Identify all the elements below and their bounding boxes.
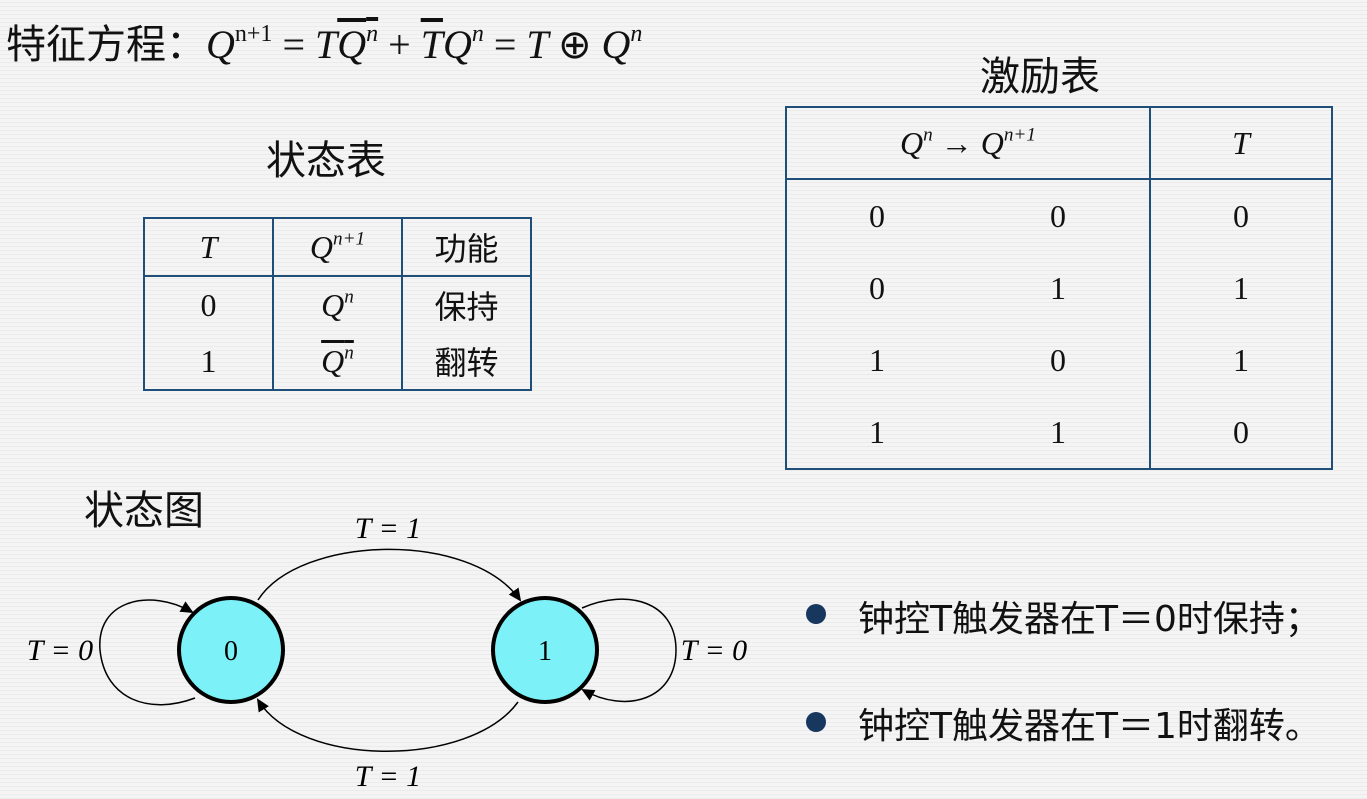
table-row: 0 1 1 <box>785 252 1333 324</box>
table-row: 0 Qn 保持 <box>143 275 532 333</box>
equation-label: 特征方程： <box>6 22 206 68</box>
state-table-title: 状态表 <box>266 138 386 184</box>
excitation-cell-t: 1 <box>1149 252 1333 324</box>
state-node-1 <box>491 596 599 704</box>
excitation-header-t: T <box>1149 106 1333 180</box>
self-loop-0 <box>99 599 196 706</box>
table-row: 0 0 0 <box>785 178 1333 252</box>
excitation-cell-qn: 0 <box>785 252 967 324</box>
transition-label-top: T = 1 <box>355 512 421 545</box>
state-table-header-q: Qn+1 <box>272 217 403 277</box>
table-row: 1 1 0 <box>785 396 1333 470</box>
excitation-cell-t: 0 <box>1149 396 1333 470</box>
state-table-cell-q: Qn <box>272 275 403 333</box>
state-label-1: 1 <box>538 636 552 667</box>
excitation-table: Qn → Qn+1 T 0 0 0 0 1 1 1 0 1 1 1 0 <box>785 106 1333 470</box>
state-node-0 <box>177 596 285 704</box>
table-row: 1 0 1 <box>785 324 1333 396</box>
excitation-cell-qn1: 1 <box>967 252 1151 324</box>
transition-label-right: T = 0 <box>681 634 747 667</box>
state-table-cell-t: 0 <box>143 275 274 333</box>
bullet-text: 钟控T触发器在T＝1时翻转。 <box>858 706 1321 747</box>
state-label-0: 0 <box>224 636 238 667</box>
excitation-cell-t: 0 <box>1149 178 1333 252</box>
excitation-cell-qn1: 0 <box>967 178 1151 252</box>
transition-label-bottom: T = 1 <box>355 760 421 793</box>
table-row: 1 Qn 翻转 <box>143 333 532 391</box>
self-loop-1 <box>581 598 677 703</box>
bullet-dot-icon <box>806 604 826 624</box>
excitation-cell-qn: 0 <box>785 178 967 252</box>
excitation-cell-qn1: 1 <box>967 396 1151 470</box>
excitation-cell-t: 1 <box>1149 324 1333 396</box>
excitation-header-transition: Qn → Qn+1 <box>785 106 1151 180</box>
state-table-header-function: 功能 <box>401 217 532 277</box>
excitation-cell-qn1: 0 <box>967 324 1151 396</box>
bullet-dot-icon <box>806 712 826 732</box>
excitation-table-title: 激励表 <box>980 54 1100 100</box>
state-table-header-t: T <box>143 217 274 277</box>
state-table: T Qn+1 功能 0 Qn 保持 1 Qn 翻转 <box>143 217 532 391</box>
state-table-cell-t: 1 <box>143 333 274 391</box>
transition-arc-0-to-1 <box>257 548 522 602</box>
transition-label-left: T = 0 <box>27 634 93 667</box>
equation-formula: Qn+1 = TQn + TQn = T ⊕ Qn <box>206 21 643 67</box>
state-table-cell-function: 保持 <box>401 275 532 333</box>
state-diagram-title: 状态图 <box>84 488 204 534</box>
excitation-cell-qn: 1 <box>785 324 967 396</box>
bullet-text: 钟控T触发器在T＝0时保持； <box>858 599 1321 640</box>
transition-arc-1-to-0 <box>256 698 519 752</box>
excitation-cell-qn: 1 <box>785 396 967 470</box>
state-table-cell-function: 翻转 <box>401 333 532 391</box>
state-diagram: 0 1 T = 1 T = 1 T = 0 T = 0 <box>27 512 747 793</box>
characteristic-equation: 特征方程：Qn+1 = TQn + TQn = T ⊕ Qn <box>6 12 642 70</box>
state-table-cell-q-bar: Qn <box>272 333 403 391</box>
